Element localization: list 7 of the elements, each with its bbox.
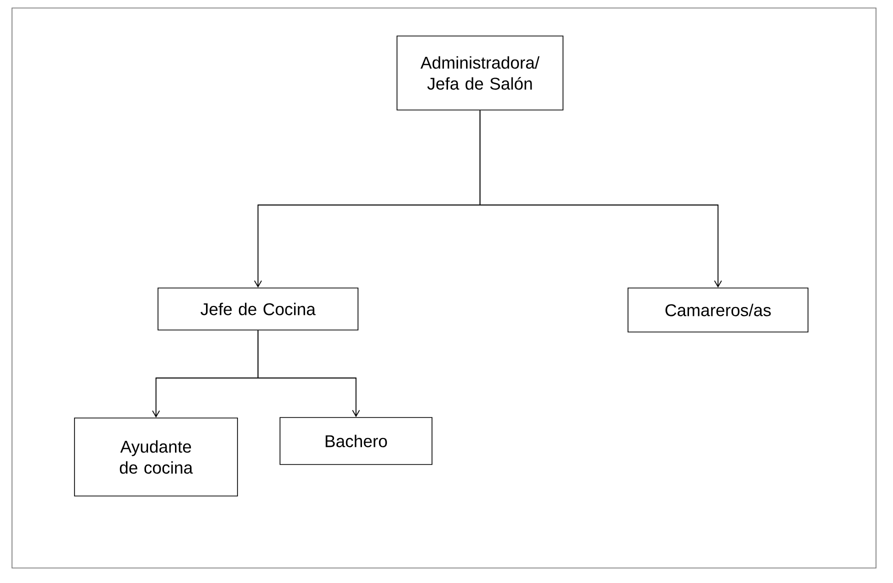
connector-arrow [258,330,360,418]
connector-arrow [480,110,722,288]
org-box: Administradora/ Jefa de Salón [396,36,564,110]
org-box: Camareros/as [628,288,808,332]
org-box: Jefe de Cocina [158,288,358,330]
org-box: Bachero [280,417,432,465]
org-box: Ayudante de cocina [74,418,238,496]
